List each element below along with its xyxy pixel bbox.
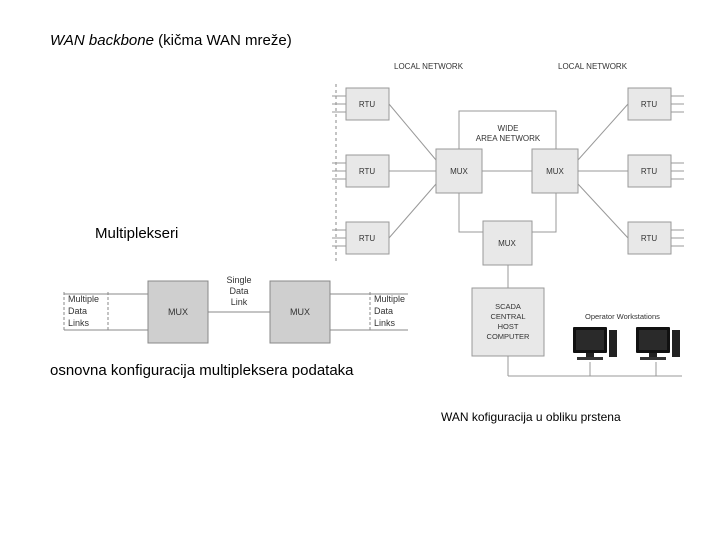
rtu-box xyxy=(345,221,390,255)
wan-label-line-1: WIDE xyxy=(498,124,519,133)
rtu-box xyxy=(627,221,672,255)
right-links-line-2: Data xyxy=(374,306,393,316)
rtu-label: RTU xyxy=(359,234,376,243)
wan-ring-diagram: LOCAL NETWORK LOCAL NETWORK xyxy=(332,62,684,377)
right-links-line-3: Links xyxy=(374,318,396,328)
rtu-box xyxy=(627,154,672,188)
left-links-line-3: Links xyxy=(68,318,90,328)
mux-box-left xyxy=(435,148,483,194)
mux-left-label: MUX xyxy=(168,307,188,317)
rtu-label: RTU xyxy=(641,100,658,109)
local-network-right-label: LOCAL NETWORK xyxy=(558,62,628,71)
mux-box-bottom-label: MUX xyxy=(498,239,516,248)
mux-box-right-label: MUX xyxy=(546,167,564,176)
scada-line-4: COMPUTER xyxy=(487,332,531,341)
rtu-box xyxy=(345,87,390,121)
rtu-box xyxy=(345,154,390,188)
mux-box-left-label: MUX xyxy=(450,167,468,176)
ring-config-caption: WAN kofiguracija u obliku prstena xyxy=(441,410,621,424)
rtu-label: RTU xyxy=(359,167,376,176)
scada-line-2: CENTRAL xyxy=(490,312,525,321)
mux-box-bottom xyxy=(482,220,533,266)
operator-workstations-label: Operator Workstations xyxy=(585,312,660,321)
right-links-line-1: Multiple xyxy=(374,294,405,304)
single-link-line-2: Data xyxy=(229,286,248,296)
scada-line-3: HOST xyxy=(498,322,519,331)
left-links-line-2: Data xyxy=(68,306,87,316)
rtu-label: RTU xyxy=(359,100,376,109)
left-rtu-stubs xyxy=(332,95,684,247)
left-links-line-1: Multiple xyxy=(68,294,99,304)
scada-host-box xyxy=(471,287,545,357)
rtu-label: RTU xyxy=(641,167,658,176)
single-link-line-3: Link xyxy=(231,297,248,307)
workstation-icon xyxy=(573,327,617,360)
mux-left-box xyxy=(147,280,209,344)
multiplexers-label: Multiplekseri xyxy=(95,225,179,242)
local-network-left-label: LOCAL NETWORK xyxy=(394,62,464,71)
single-link-line-1: Single xyxy=(226,275,251,285)
basic-config-caption: osnovna konfiguracija multipleksera poda… xyxy=(50,362,354,379)
mux-right-box xyxy=(269,280,331,344)
basic-mux-diagram: Multiple Data Links MUX Single Data Link… xyxy=(63,275,408,344)
mux-right-label: MUX xyxy=(290,307,310,317)
slide-title: WAN backbone (kičma WAN mreže) xyxy=(50,32,292,49)
title-main: WAN backbone xyxy=(50,32,154,49)
scada-line-1: SCADA xyxy=(495,302,521,311)
mux-box-right xyxy=(531,148,579,194)
title-rest: (kičma WAN mreže) xyxy=(153,32,292,49)
workstation-icon xyxy=(636,327,680,360)
rtu-label: RTU xyxy=(641,234,658,243)
wan-label-line-2: AREA NETWORK xyxy=(476,134,541,143)
rtu-box xyxy=(627,87,672,121)
wan-links xyxy=(388,103,682,377)
